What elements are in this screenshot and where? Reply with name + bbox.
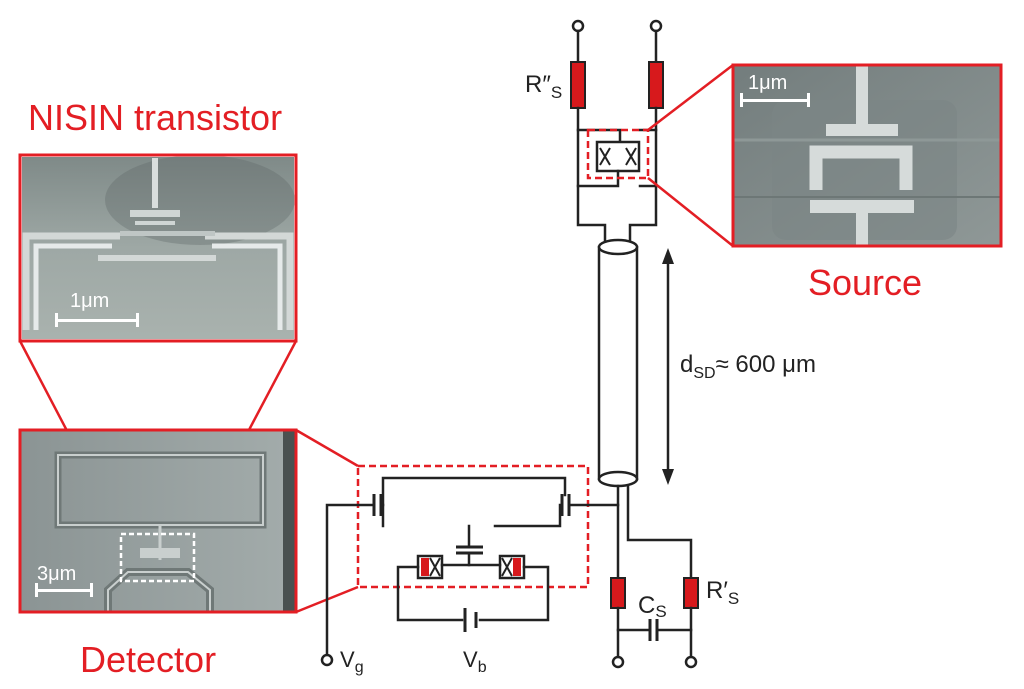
- nisin-frame: [18, 153, 298, 343]
- nisin-transistor-title: NISIN transistor: [28, 97, 282, 138]
- r-prime-label: R′S: [706, 577, 739, 608]
- scale-bar: [55, 319, 139, 322]
- nisin-micrograph: 1μm: [22, 155, 295, 339]
- detector-micrograph: 3μm: [20, 430, 296, 612]
- detector-title: Detector: [80, 639, 216, 680]
- zoom-line-source-top: [647, 64, 734, 131]
- vg-label: Vg: [340, 647, 364, 676]
- scale-label-detector: 3μm: [37, 563, 76, 585]
- distance-arrow: [662, 248, 674, 485]
- zoom-line-detector-top: [295, 428, 359, 468]
- scale-label-source: 1μm: [748, 72, 787, 94]
- detector-circuit: [320, 476, 620, 667]
- detector-frame: [18, 428, 298, 614]
- source-micrograph: 1μm: [733, 65, 1001, 246]
- cs-label: CS: [638, 592, 667, 621]
- r-double-prime-label: R″S: [525, 71, 562, 102]
- vb-label: Vb: [463, 647, 487, 676]
- scale-label-nisin: 1μm: [70, 290, 109, 312]
- distance-label: dSD≈ 600 μm: [680, 351, 816, 382]
- zoom-line-source-bottom: [647, 177, 734, 247]
- detector-circuit-box: [356, 464, 590, 589]
- source-title: Source: [808, 262, 922, 303]
- detector-zoom-box: [119, 532, 196, 583]
- source-frame: [731, 63, 1003, 248]
- source-circuit-box: [586, 128, 650, 180]
- source-circuit: [570, 19, 699, 669]
